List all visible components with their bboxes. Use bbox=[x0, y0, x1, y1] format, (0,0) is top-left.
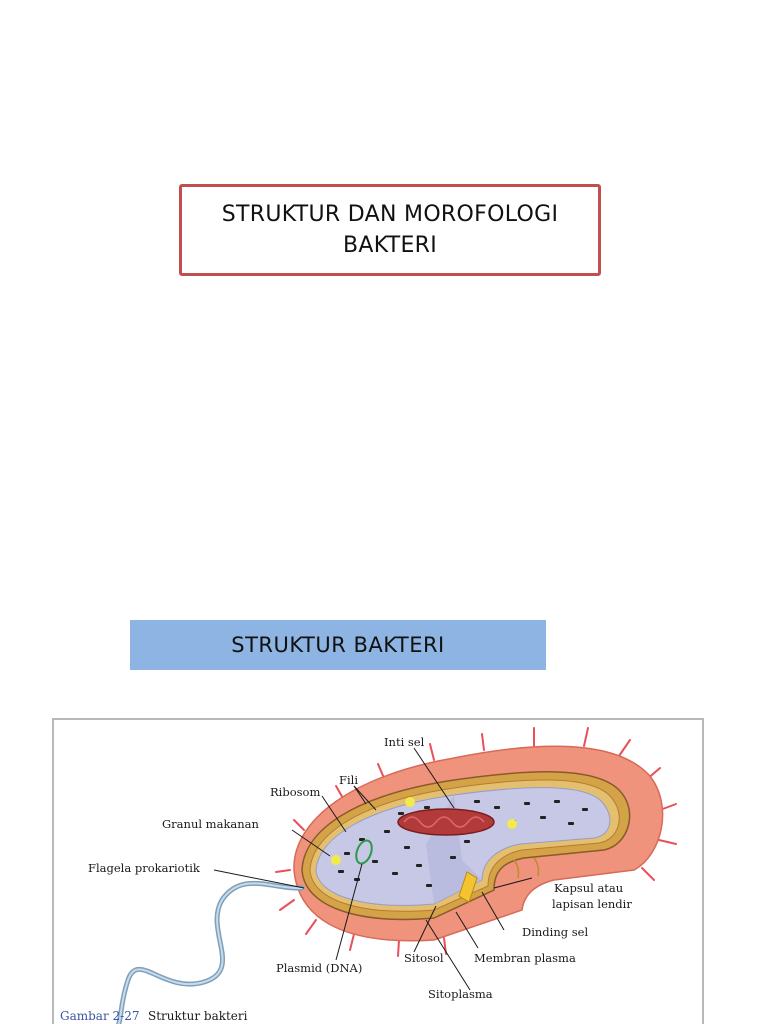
label-dinding-sel: Dinding sel bbox=[522, 925, 588, 939]
figure-caption-text: Struktur bakteri bbox=[148, 1009, 248, 1023]
section-heading-band: STRUKTUR BAKTERI bbox=[130, 620, 546, 670]
label-granul-makanan: Granul makanan bbox=[162, 817, 260, 831]
label-flagela: Flagela prokariotik bbox=[88, 861, 201, 875]
pili bbox=[513, 857, 540, 879]
section-heading: STRUKTUR BAKTERI bbox=[231, 633, 445, 657]
label-membran-plasma: Membran plasma bbox=[474, 951, 576, 965]
bacteria-figure: Inti sel Fili Ribosom Granul makanan Fla… bbox=[52, 718, 704, 1024]
label-kapsul-1: Kapsul atau bbox=[554, 881, 623, 895]
capsule-spikes bbox=[275, 727, 677, 957]
figure-caption-number: Gambar 2-27 bbox=[60, 1009, 139, 1023]
food-granule bbox=[405, 797, 415, 807]
title-line-2: BAKTERI bbox=[342, 233, 438, 258]
label-fili: Fili bbox=[339, 773, 358, 787]
leader-lines bbox=[213, 747, 533, 991]
flagellum bbox=[116, 880, 305, 1024]
food-granule bbox=[331, 855, 341, 865]
food-granule bbox=[507, 819, 517, 829]
cut-marker bbox=[458, 871, 478, 903]
cytoplasm bbox=[315, 787, 611, 906]
label-sitosol: Sitosol bbox=[404, 951, 444, 965]
label-plasmid: Plasmid (DNA) bbox=[276, 961, 362, 975]
nucleoid-dna bbox=[397, 808, 495, 836]
plasmid-ring bbox=[355, 839, 373, 865]
label-ribosom: Ribosom bbox=[270, 785, 320, 799]
bacteria-illustration: Inti sel Fili Ribosom Granul makanan Fla… bbox=[60, 727, 677, 1024]
ribosomes bbox=[338, 800, 588, 887]
title-box: STRUKTUR DAN MOROFOLOGI BAKTERI bbox=[179, 184, 601, 276]
label-kapsul-2: lapisan lendir bbox=[552, 897, 632, 911]
label-sitoplasma: Sitoplasma bbox=[428, 987, 493, 1001]
title-line-1: STRUKTUR DAN MOROFOLOGI bbox=[221, 202, 559, 227]
label-inti-sel: Inti sel bbox=[384, 735, 425, 749]
